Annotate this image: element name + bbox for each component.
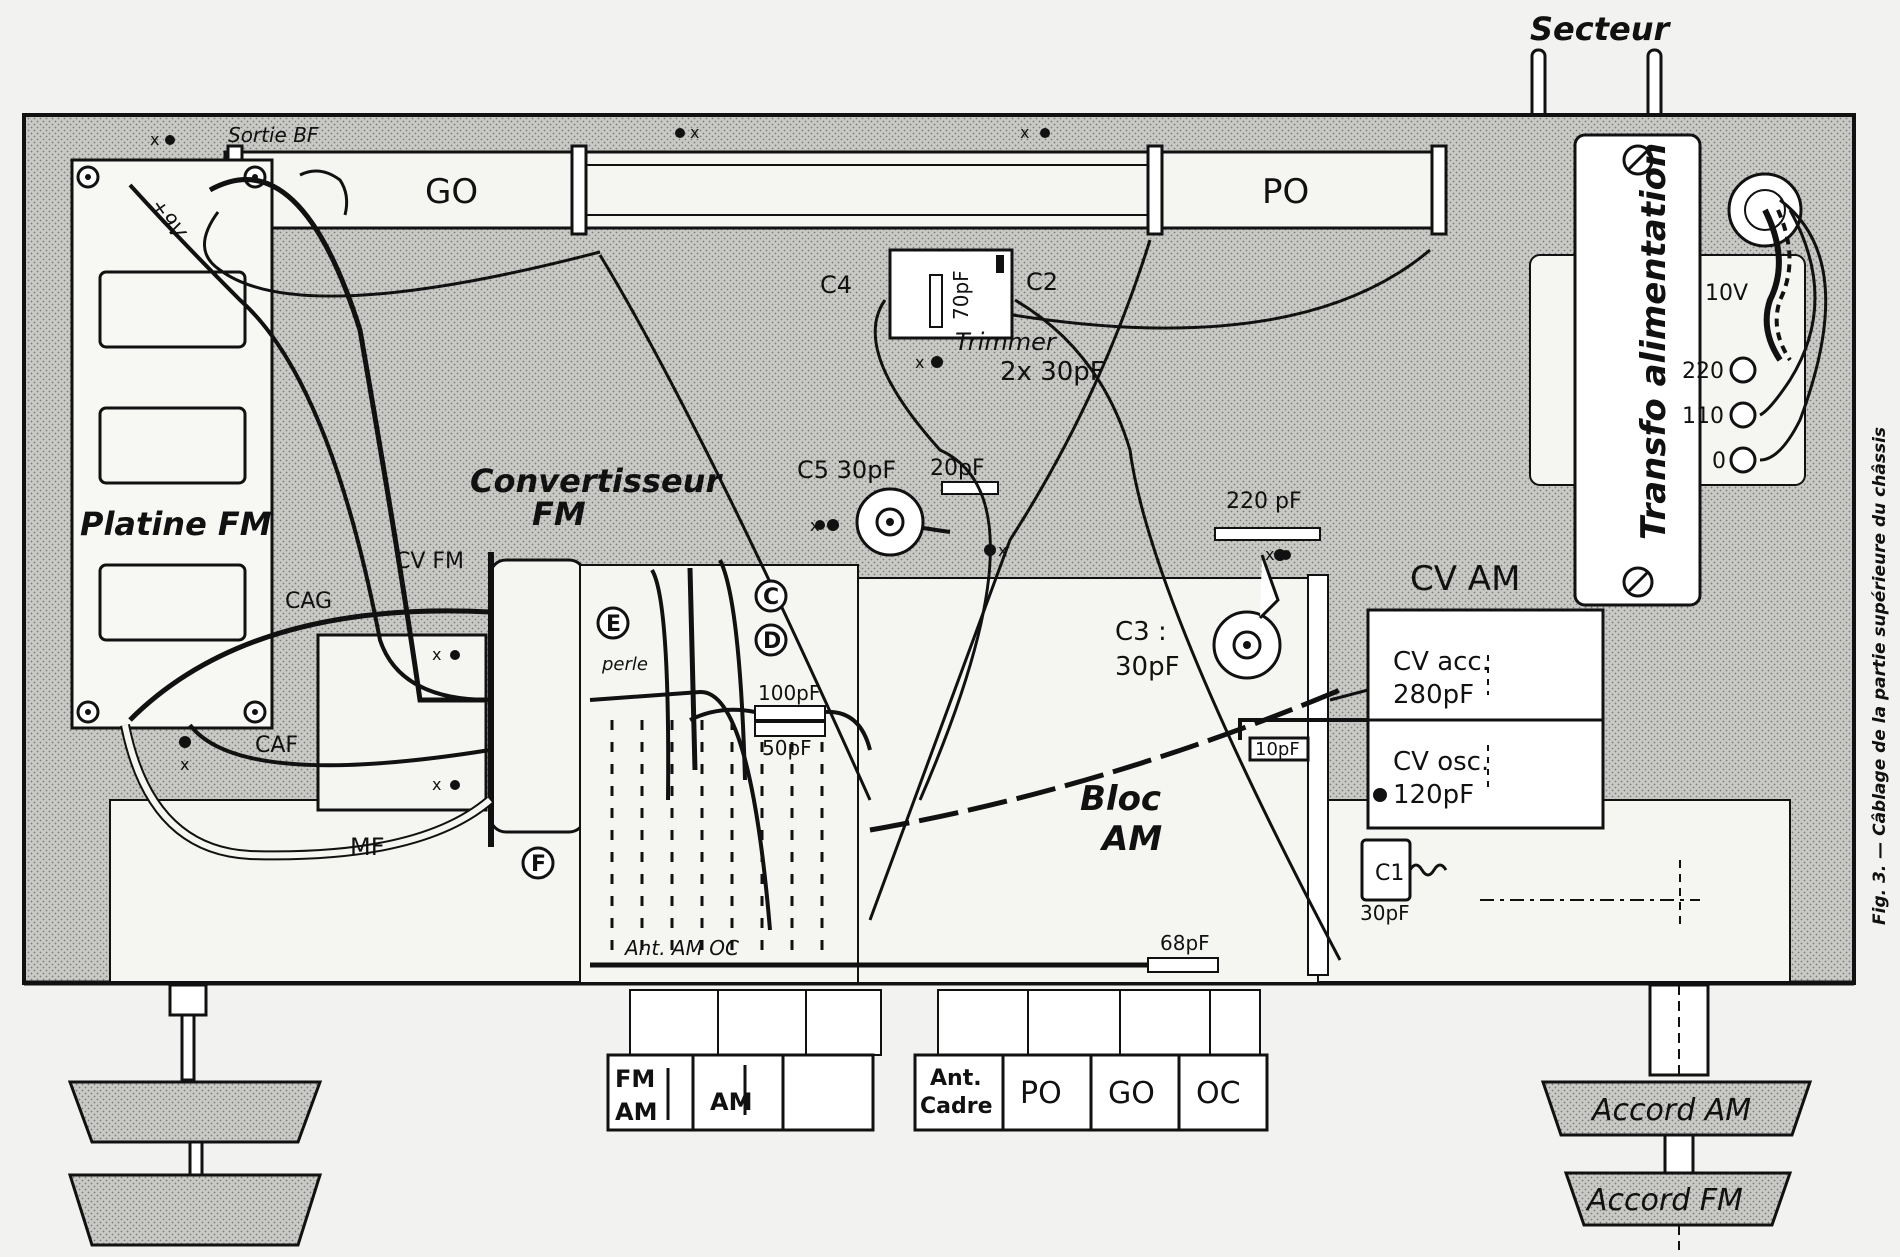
fm-converter	[316, 552, 587, 847]
front-shafts	[168, 983, 1710, 1250]
bloc-am-label: AM	[1099, 819, 1162, 859]
cv-acc-value: 280pF	[1393, 680, 1474, 710]
c4-label: C4	[820, 271, 852, 299]
am-button[interactable]: AM	[691, 1053, 785, 1132]
cv-am-label: CV AM	[1410, 559, 1520, 599]
secteur-label: Secteur	[1530, 10, 1672, 48]
mf-label: MF	[350, 833, 385, 861]
svg-text:x: x	[180, 755, 189, 774]
svg-text:x: x	[1020, 123, 1029, 142]
svg-text:PO: PO	[1020, 1076, 1062, 1111]
wires	[120, 177, 1431, 968]
trimmer-value-label: 2x 30pF	[1000, 357, 1105, 387]
svg-text:F: F	[531, 852, 546, 877]
c1-value-label: 30pF	[1360, 901, 1410, 925]
cv-osc-value: 120pF	[1393, 780, 1474, 810]
po-button[interactable]: PO	[1001, 1053, 1093, 1132]
110-label: 110	[1682, 404, 1724, 429]
svg-text:x: x	[432, 775, 441, 794]
caf-label: CAF	[255, 733, 298, 758]
c1-label: C1	[1375, 861, 1404, 886]
svg-text:x: x	[150, 130, 159, 149]
trimmer-capacitor	[888, 248, 1014, 340]
accord-am-label: Accord AM	[1590, 1093, 1751, 1128]
svg-text:Cadre: Cadre	[920, 1094, 993, 1119]
svg-text:x: x	[432, 645, 441, 664]
ant-cadre-button[interactable]: Ant. Cadre	[913, 1053, 1005, 1132]
oc-button[interactable]: OC	[1177, 1053, 1269, 1132]
misc-capacitors	[1147, 736, 1448, 973]
10v-label: 10V	[1705, 281, 1748, 306]
cv-fm-label: CV FM	[395, 549, 464, 574]
transformer	[1529, 133, 1828, 607]
convertisseur-fm-label: FM	[532, 495, 586, 533]
c5-trimmer	[827, 481, 999, 557]
switch-bank	[579, 564, 859, 984]
left-knob-top[interactable]	[67, 1080, 323, 1144]
220-label: 220	[1682, 359, 1724, 384]
platine-fm-board	[70, 158, 274, 730]
220pf-label: 220 pF	[1226, 489, 1302, 514]
marker-c: C	[754, 579, 788, 613]
figure-caption: Fig. 3. — Câblage de la partie supérieur…	[1870, 427, 1890, 925]
cap-100-50	[689, 705, 872, 751]
svg-text:Ant.: Ant.	[930, 1066, 982, 1091]
svg-text:AM: AM	[615, 1098, 657, 1126]
marker-d: D	[754, 623, 788, 657]
c2-label: C2	[1026, 268, 1058, 296]
ferrite-antenna	[223, 144, 1448, 236]
70pf-label: 70pF	[949, 270, 973, 320]
cv-am-capacitor	[1366, 608, 1700, 930]
svg-text:x: x	[998, 541, 1007, 560]
convertisseur-label: Convertisseur	[470, 462, 723, 500]
c3-trimmer	[1212, 527, 1321, 680]
mains-cable	[1530, 48, 1663, 122]
fm-am-button[interactable]: FM AM	[606, 1053, 695, 1132]
left-knob-bottom[interactable]	[67, 1173, 323, 1247]
accord-am-knob[interactable]: Accord AM	[1540, 1080, 1813, 1137]
svg-text:GO: GO	[1108, 1076, 1155, 1111]
ground-marks: x x x x x x x x x x	[150, 123, 1291, 794]
svg-text:C: C	[763, 585, 779, 610]
svg-text:x: x	[690, 123, 699, 142]
go-button[interactable]: GO	[1089, 1053, 1181, 1132]
marker-f: F	[521, 846, 555, 880]
blank-button[interactable]	[781, 1053, 875, 1132]
68pf-label: 68pF	[1160, 931, 1210, 955]
po-label: PO	[1262, 172, 1309, 212]
c3-value: 30pF	[1115, 652, 1180, 682]
ant-am-oc-label: Ant. AM OC	[623, 936, 739, 960]
transfo-label: Transfo alimentation	[1634, 143, 1674, 540]
svg-text:E: E	[606, 612, 621, 637]
bloc-label: Bloc	[1080, 779, 1161, 819]
marker-e: E	[596, 606, 630, 640]
svg-text:x: x	[1265, 545, 1274, 564]
c3-label: C3 :	[1115, 617, 1167, 647]
go-label: GO	[425, 172, 478, 212]
button-stems	[629, 989, 1261, 1056]
c5-label: C5 30pF	[797, 456, 896, 484]
accord-fm-knob[interactable]: Accord FM	[1563, 1171, 1793, 1227]
cv-acc-label: CV acc.	[1393, 647, 1490, 677]
svg-text:OC: OC	[1196, 1076, 1241, 1111]
0-label: 0	[1712, 449, 1726, 474]
50pf-label: 50pF	[762, 736, 812, 760]
accord-fm-label: Accord FM	[1585, 1183, 1743, 1218]
perle-label: perle	[601, 654, 648, 675]
cv-osc-label: CV osc.	[1393, 747, 1489, 777]
10pf-label: 10pF	[1255, 739, 1300, 760]
svg-text:FM: FM	[615, 1065, 655, 1093]
svg-text:x: x	[915, 353, 924, 372]
trimmer-label: Trimmer	[955, 328, 1058, 356]
100pf-label: 100pF	[758, 681, 820, 705]
svg-text:x: x	[810, 516, 819, 535]
cag-label: CAG	[285, 589, 332, 614]
platine-fm-label: Platine FM	[80, 505, 272, 543]
sortie-bf-label: Sortie BF	[228, 123, 319, 147]
svg-text:D: D	[763, 629, 781, 654]
